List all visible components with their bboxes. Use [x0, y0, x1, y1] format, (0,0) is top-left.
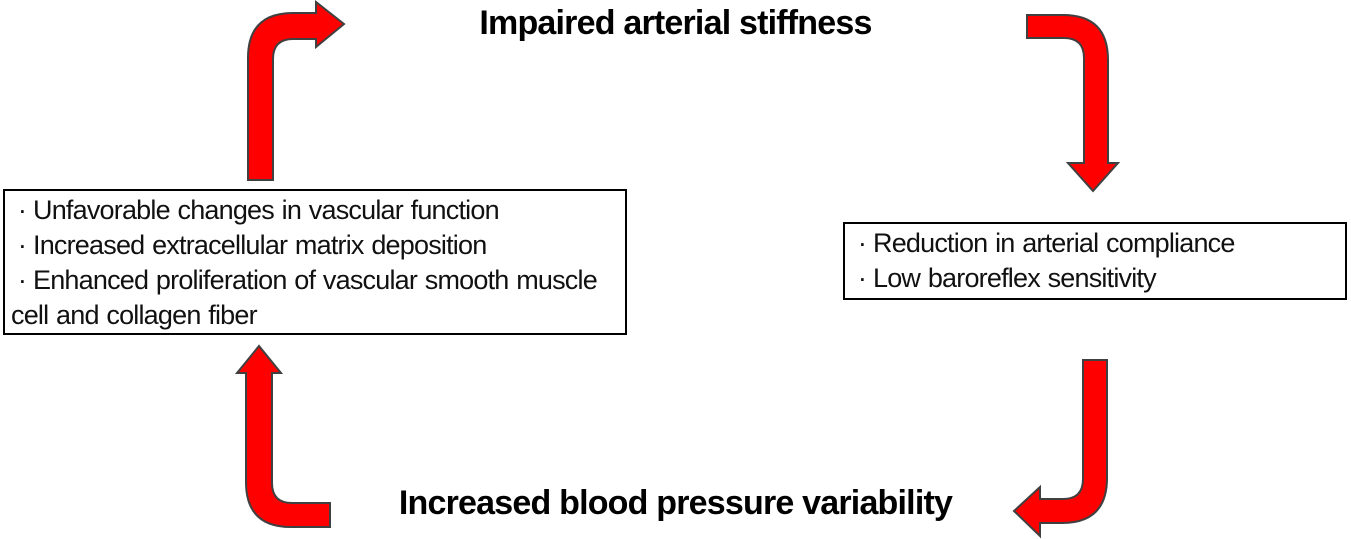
left-info-box: ·Unfavorable changes in vascular functio…: [3, 189, 627, 335]
bullet-dot: ·: [857, 228, 867, 258]
list-item-text: Low baroreflex sensitivity: [873, 263, 1157, 293]
list-item-text: Reduction in arterial compliance: [873, 228, 1235, 258]
right-info-box: ·Reduction in arterial compliance ·Low b…: [843, 222, 1347, 300]
bullet-dot: ·: [17, 195, 27, 225]
bullet-dot: ·: [17, 230, 27, 260]
bottom-node-label: Increased blood pressure variability: [398, 484, 953, 522]
list-item: ·Enhanced proliferation of vascular smoo…: [11, 263, 619, 333]
arrow-top-title-to-right-box-icon: [1026, 14, 1121, 193]
list-item: ·Increased extracellular matrix depositi…: [11, 228, 619, 263]
list-item: ·Unfavorable changes in vascular functio…: [11, 193, 619, 228]
list-item-text: Unfavorable changes in vascular function: [33, 195, 500, 225]
bullet-dot: ·: [857, 263, 867, 293]
bullet-dot: ·: [17, 265, 27, 295]
top-node-label: Impaired arterial stiffness: [479, 4, 872, 42]
list-item-text: Increased extracellular matrix depositio…: [33, 230, 487, 260]
list-item-text: Enhanced proliferation of vascular smoot…: [11, 265, 598, 330]
list-item: ·Low baroreflex sensitivity: [851, 261, 1339, 296]
list-item: ·Reduction in arterial compliance: [851, 226, 1339, 261]
